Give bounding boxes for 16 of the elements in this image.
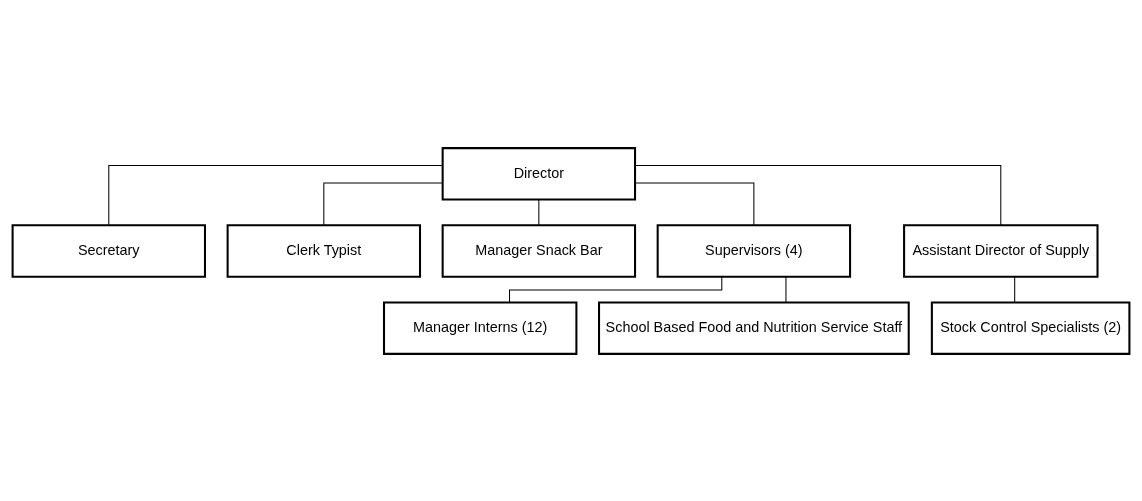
node-box: Manager Interns (12) (383, 300, 578, 355)
connector (108, 164, 444, 225)
node-box: Stock Control Specialists (2) (930, 300, 1131, 355)
node-box: Clerk Typist (226, 223, 422, 278)
node-box: Assistant Director of Supply (903, 223, 1099, 278)
node-box: Manager Snack Bar (441, 223, 637, 278)
connector (785, 276, 787, 303)
connector (538, 198, 540, 226)
node-box: Secretary (11, 223, 206, 278)
node-box: Supervisors (4) (656, 223, 852, 278)
connector (634, 182, 755, 225)
node-box: Director (441, 146, 637, 201)
connector (323, 182, 443, 225)
node-box: School Based Food and Nutrition Service Staff (598, 300, 910, 355)
connector (634, 164, 1002, 225)
connector (1014, 276, 1016, 303)
